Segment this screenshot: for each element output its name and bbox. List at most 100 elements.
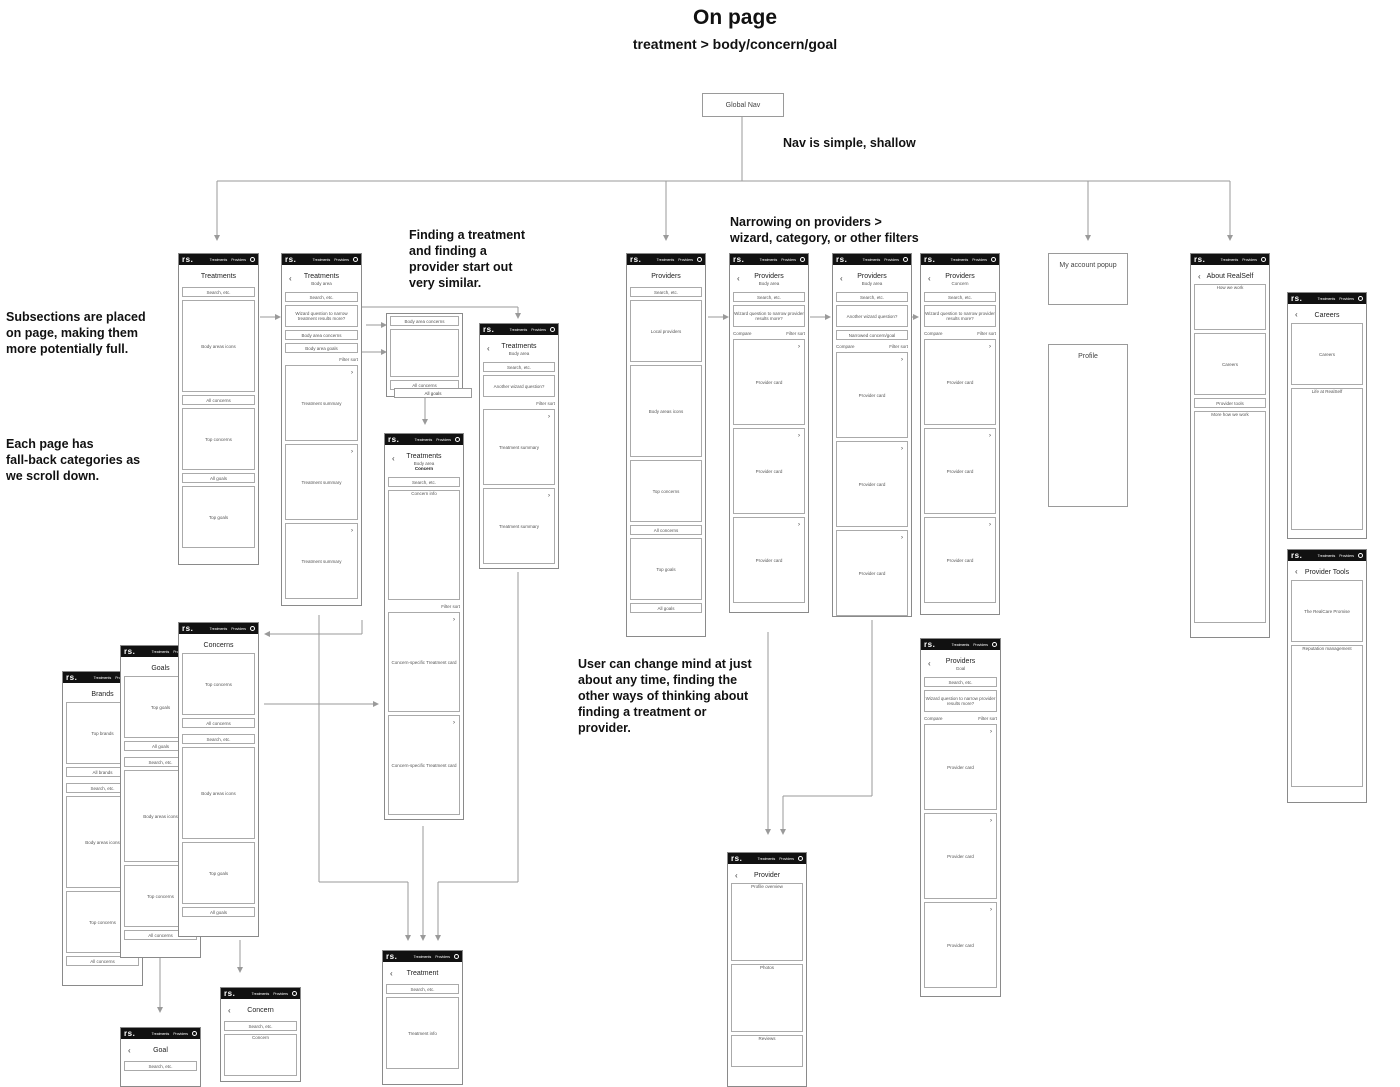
narrowed-concern-select[interactable]: Narrowed concern/goal: [836, 330, 908, 340]
nav-providers[interactable]: Providers: [231, 257, 246, 262]
more-how-we-work-section[interactable]: More how we work: [1194, 411, 1266, 623]
body-area-icons[interactable]: Body areas icons: [182, 747, 255, 839]
nav-providers[interactable]: Providers: [334, 257, 349, 262]
body-area-icons[interactable]: Body areas icons: [182, 300, 255, 392]
search-input[interactable]: Search, etc.: [388, 477, 460, 487]
nav-providers[interactable]: Providers: [436, 437, 451, 442]
back-chevron-icon[interactable]: ‹: [1198, 272, 1201, 281]
dropdown-list[interactable]: [390, 329, 459, 377]
top-goals-section[interactable]: Top goals: [182, 486, 255, 548]
user-icon[interactable]: [455, 437, 460, 442]
search-input[interactable]: Search, etc.: [124, 1061, 197, 1071]
nav-providers[interactable]: Providers: [531, 327, 546, 332]
search-input[interactable]: Search, etc.: [224, 1021, 297, 1031]
top-concerns-section[interactable]: Top concerns: [630, 460, 702, 522]
body-area-concerns-select[interactable]: Body area concerns: [285, 330, 358, 340]
back-chevron-icon[interactable]: ‹: [390, 969, 393, 978]
all-concerns-link[interactable]: All concerns: [182, 718, 255, 728]
wizard-question[interactable]: Another wizard question?: [836, 305, 908, 327]
reviews-section[interactable]: Reviews: [731, 1035, 803, 1067]
provider-card[interactable]: ›Provider card: [924, 813, 997, 899]
wizard-question[interactable]: Wizard question to narrow provider resul…: [924, 305, 996, 327]
user-icon[interactable]: [250, 257, 255, 262]
filter-sort[interactable]: Filter sort: [977, 330, 996, 336]
back-chevron-icon[interactable]: ‹: [487, 344, 490, 353]
back-chevron-icon[interactable]: ‹: [1295, 310, 1298, 319]
all-goals-link[interactable]: All goals: [630, 603, 702, 613]
nav-treatments[interactable]: Treatments: [93, 675, 112, 680]
careers-section[interactable]: Careers: [1194, 333, 1266, 395]
all-concerns-link[interactable]: All concerns: [182, 395, 255, 405]
treatment-summary-card[interactable]: ›Treatment summary: [483, 488, 555, 564]
wizard-question[interactable]: Wizard question to narrow provider resul…: [924, 690, 997, 712]
back-chevron-icon[interactable]: ‹: [392, 454, 395, 463]
back-chevron-icon[interactable]: ‹: [289, 274, 292, 283]
provider-card[interactable]: ›Provider card: [836, 441, 908, 527]
body-area-icons[interactable]: Body areas icons: [630, 365, 702, 457]
filter-sort[interactable]: Filter sort: [339, 356, 358, 362]
user-icon[interactable]: [798, 856, 803, 861]
filter-sort[interactable]: Filter sort: [978, 715, 997, 721]
nav-treatments[interactable]: Treatments: [862, 257, 881, 262]
user-icon[interactable]: [903, 257, 908, 262]
user-icon[interactable]: [454, 954, 459, 959]
compare-toggle[interactable]: Compare: [836, 343, 855, 349]
nav-treatments[interactable]: Treatments: [209, 626, 228, 631]
compare-toggle[interactable]: Compare: [733, 330, 752, 336]
realcare-promise-section[interactable]: The RealCare Promise: [1291, 580, 1363, 642]
nav-treatments[interactable]: Treatments: [950, 257, 969, 262]
nav-treatments[interactable]: Treatments: [151, 1031, 170, 1036]
nav-providers[interactable]: Providers: [884, 257, 899, 262]
filter-sort[interactable]: Filter sort: [889, 343, 908, 349]
nav-treatments[interactable]: Treatments: [413, 954, 432, 959]
nav-treatments[interactable]: Treatments: [951, 642, 970, 647]
nav-treatments[interactable]: Treatments: [509, 327, 528, 332]
provider-card[interactable]: ›Provider card: [733, 339, 805, 425]
provider-card[interactable]: ›Provider card: [733, 428, 805, 514]
nav-providers[interactable]: Providers: [435, 954, 450, 959]
top-concerns-section[interactable]: Top concerns: [182, 653, 255, 715]
all-goals-link[interactable]: All goals: [182, 907, 255, 917]
back-chevron-icon[interactable]: ‹: [735, 871, 738, 880]
photos-section[interactable]: Photos: [731, 964, 803, 1032]
body-area-concerns-select[interactable]: Body area concerns: [390, 316, 459, 326]
search-input[interactable]: Search, etc.: [924, 677, 997, 687]
provider-card[interactable]: ›Provider card: [924, 428, 996, 514]
provider-card[interactable]: ›Provider card: [924, 724, 997, 810]
provider-tools-link[interactable]: Provider tools: [1194, 398, 1266, 408]
search-input[interactable]: Search, etc.: [386, 984, 459, 994]
all-goals-link[interactable]: All goals: [182, 473, 255, 483]
user-icon[interactable]: [292, 991, 297, 996]
nav-providers[interactable]: Providers: [678, 257, 693, 262]
top-goals-section[interactable]: Top goals: [630, 538, 702, 600]
user-icon[interactable]: [992, 642, 997, 647]
nav-treatments[interactable]: Treatments: [151, 649, 170, 654]
provider-card[interactable]: ›Provider card: [733, 517, 805, 603]
nav-providers[interactable]: Providers: [1242, 257, 1257, 262]
nav-providers[interactable]: Providers: [273, 991, 288, 996]
nav-providers[interactable]: Providers: [779, 856, 794, 861]
search-input[interactable]: Search, etc.: [924, 292, 996, 302]
search-input[interactable]: Search, etc.: [630, 287, 702, 297]
all-goals-link[interactable]: All goals: [394, 388, 472, 398]
how-we-work-section[interactable]: How we work: [1194, 284, 1266, 330]
back-chevron-icon[interactable]: ‹: [128, 1046, 131, 1055]
nav-providers[interactable]: Providers: [1339, 553, 1354, 558]
nav-providers[interactable]: Providers: [231, 626, 246, 631]
nav-providers[interactable]: Providers: [973, 642, 988, 647]
user-icon[interactable]: [1358, 553, 1363, 558]
user-icon[interactable]: [550, 327, 555, 332]
search-input[interactable]: Search, etc.: [483, 362, 555, 372]
back-chevron-icon[interactable]: ‹: [928, 659, 931, 668]
nav-treatments[interactable]: Treatments: [757, 856, 776, 861]
all-concerns-link[interactable]: All concerns: [630, 525, 702, 535]
provider-card[interactable]: ›Provider card: [924, 517, 996, 603]
user-icon[interactable]: [250, 626, 255, 631]
filter-sort[interactable]: Filter sort: [536, 400, 555, 406]
wizard-question[interactable]: Wizard question to narrow treatment resu…: [285, 305, 358, 327]
local-providers-section[interactable]: Local providers: [630, 300, 702, 362]
search-input[interactable]: Search, etc.: [182, 287, 255, 297]
compare-toggle[interactable]: Compare: [924, 715, 943, 721]
wizard-question[interactable]: Another wizard question?: [483, 375, 555, 397]
back-chevron-icon[interactable]: ‹: [840, 274, 843, 283]
